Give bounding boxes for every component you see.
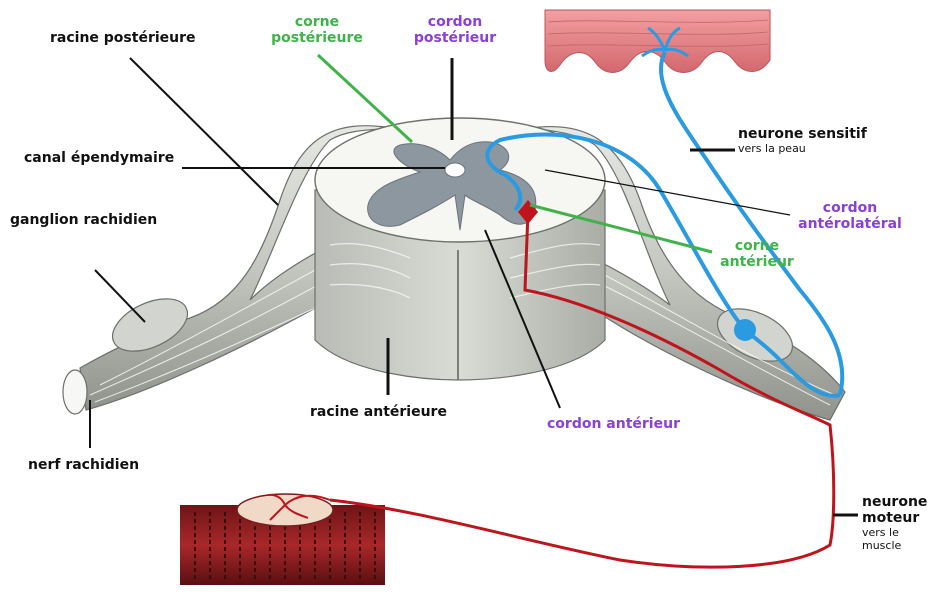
label-neurone-sensitif-sub: vers la peau xyxy=(738,142,867,155)
label-neurone-moteur-line2: moteur xyxy=(862,510,927,526)
label-neurone-moteur: neurone moteur vers le muscle xyxy=(862,494,927,552)
label-corne-posterieure: corne postérieure xyxy=(262,14,372,46)
skin-sample xyxy=(545,10,770,73)
label-neurone-moteur-line1: neurone xyxy=(862,494,927,510)
label-corne-anterieure-line2: antérieur xyxy=(712,254,802,270)
label-cordon-posterieur-line1: cordon xyxy=(405,14,505,30)
label-corne-posterieure-line1: corne xyxy=(262,14,372,30)
label-corne-anterieure-line1: corne xyxy=(712,238,802,254)
label-cordon-anterolateral-line2: antérolatéral xyxy=(790,216,910,232)
label-neurone-sensitif-line1: neurone sensitif xyxy=(738,126,867,142)
label-nerf-rachidien: nerf rachidien xyxy=(28,457,139,473)
spinal-cord xyxy=(315,118,605,380)
leader-ganglion-rachidien xyxy=(95,270,145,322)
leader-racine-posterieure xyxy=(130,58,278,205)
label-cordon-anterieur: cordon antérieur xyxy=(547,416,680,432)
label-racine-anterieure: racine antérieure xyxy=(310,404,447,420)
label-cordon-anterolateral: cordon antérolatéral xyxy=(790,200,910,232)
label-cordon-anterolateral-line1: cordon xyxy=(790,200,910,216)
label-corne-anterieure: corne antérieur xyxy=(712,238,802,270)
label-cordon-posterieur: cordon postérieur xyxy=(405,14,505,46)
label-cordon-posterieur-line2: postérieur xyxy=(405,30,505,46)
label-ganglion-rachidien: ganglion rachidien xyxy=(10,212,157,228)
label-neurone-moteur-sub1: vers le xyxy=(862,526,927,539)
label-canal-ependymaire: canal épendymaire xyxy=(24,150,174,166)
label-corne-posterieure-line2: postérieure xyxy=(262,30,372,46)
label-neurone-moteur-sub2: muscle xyxy=(862,539,927,552)
label-neurone-sensitif: neurone sensitif vers la peau xyxy=(738,126,867,155)
label-racine-posterieure: racine postérieure xyxy=(50,30,196,46)
